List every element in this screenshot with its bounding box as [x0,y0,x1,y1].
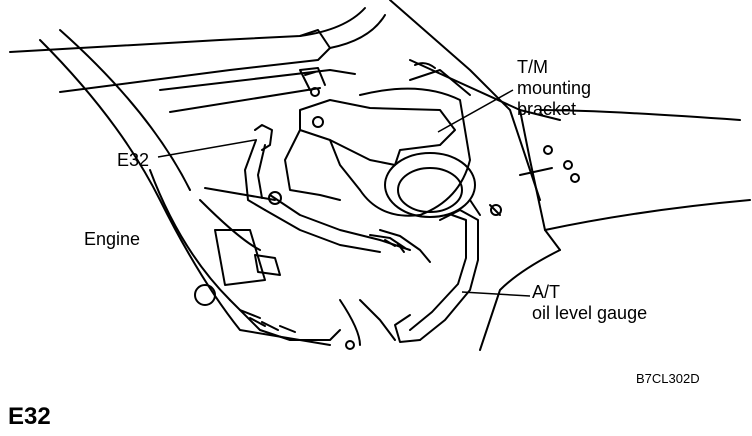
label-line: oil level gauge [532,303,648,323]
leader-e32 [157,139,256,158]
leader-at-gauge [461,291,531,297]
side-frame [389,0,751,351]
at-oil-level-gauge [339,199,502,350]
label-line: mounting [517,78,592,98]
leader-lines [157,89,531,297]
tm-mounting-bracket [284,62,476,218]
label-line: A/T [532,282,561,302]
section-title: E32 [8,403,51,430]
label-e32: E32 [117,150,150,170]
label-engine: Engine [84,229,141,249]
label-at-oil-level-gauge: A/T oil level gauge [532,282,647,324]
figure-code: B7CL302D [636,371,700,386]
label-line: T/M [517,57,548,77]
label-tm-mounting-bracket: T/M mounting bracket [517,57,591,120]
label-line: bracket [517,99,577,119]
engine-block [39,29,341,346]
upper-hose [9,7,386,113]
leader-tm-bracket [437,89,514,133]
